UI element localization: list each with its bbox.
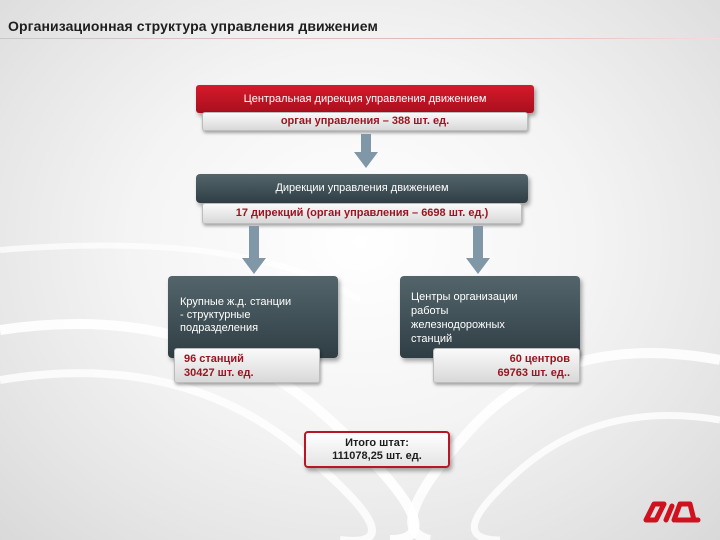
centers-box: Центры организации работы железнодорожны… bbox=[400, 276, 580, 358]
directorates-count: 17 дирекций (орган управления – 6698 шт.… bbox=[235, 207, 489, 219]
stations-label-line: - структурные bbox=[180, 309, 251, 321]
centers-label-line: работы bbox=[411, 305, 449, 317]
centers-label-line: Центры организации bbox=[411, 291, 518, 303]
centers-count: 60 центров bbox=[509, 353, 570, 365]
total-staff-label: Итого штат: bbox=[345, 437, 409, 449]
central-directorate-count: орган управления – 388 шт. ед. bbox=[280, 115, 450, 127]
stations-staff: 30427 шт. ед. bbox=[184, 367, 254, 379]
total-staff-box: Итого штат: 111078,25 шт. ед. bbox=[304, 431, 450, 468]
directorates-tag: 17 дирекций (орган управления – 6698 шт.… bbox=[202, 203, 522, 224]
stations-label-line: подразделения bbox=[180, 322, 259, 334]
arrow-down-icon bbox=[466, 226, 490, 274]
centers-label-line: железнодорожных bbox=[411, 319, 505, 331]
stations-tag: 96 станций 30427 шт. ед. bbox=[174, 348, 320, 383]
total-staff-value: 111078,25 шт. ед. bbox=[332, 450, 422, 462]
stations-box: Крупные ж.д. станции - структурные подра… bbox=[168, 276, 338, 358]
stations-count: 96 станций bbox=[184, 353, 244, 365]
central-directorate-label: Центральная дирекция управления движение… bbox=[243, 93, 487, 105]
central-directorate-box: Центральная дирекция управления движение… bbox=[196, 85, 534, 113]
centers-staff: 69763 шт. ед.. bbox=[497, 367, 570, 379]
directorates-box: Дирекции управления движением bbox=[196, 174, 528, 203]
central-directorate-tag: орган управления – 388 шт. ед. bbox=[202, 112, 528, 131]
centers-label-line: станций bbox=[411, 333, 453, 345]
directorates-label: Дирекции управления движением bbox=[275, 182, 449, 194]
page-title: Организационная структура управления дви… bbox=[8, 18, 378, 34]
stations-label-line: Крупные ж.д. станции bbox=[180, 296, 292, 308]
arrow-down-icon bbox=[354, 134, 378, 168]
rzd-logo-icon bbox=[643, 501, 701, 523]
arrow-down-icon bbox=[242, 226, 266, 274]
centers-tag: 60 центров 69763 шт. ед.. bbox=[433, 348, 580, 383]
title-divider bbox=[0, 38, 720, 39]
